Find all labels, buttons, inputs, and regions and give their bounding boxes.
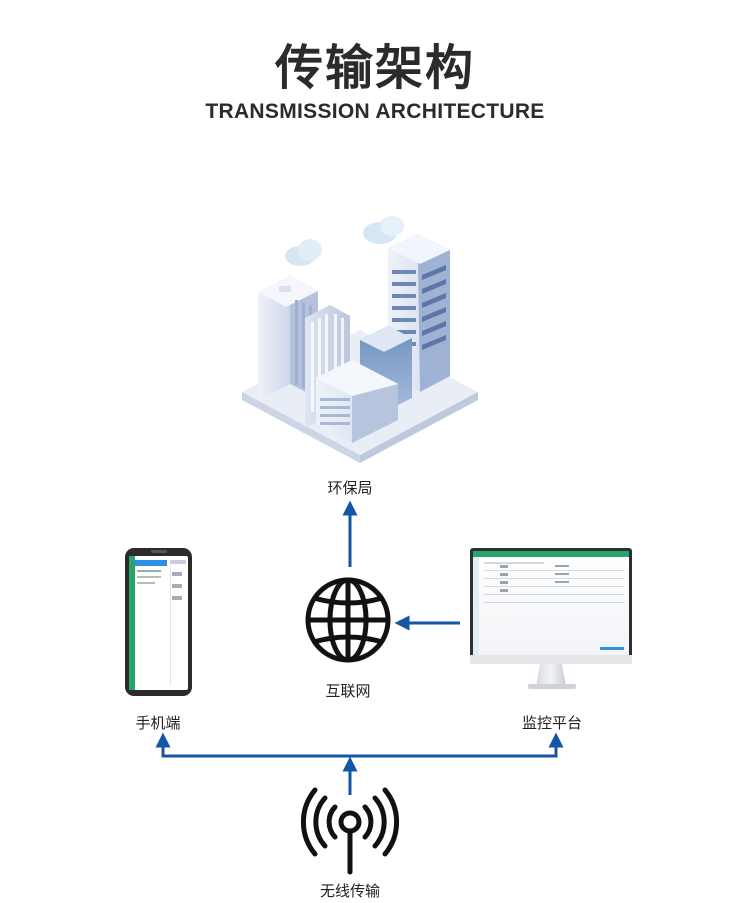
label-wireless: 无线传输 [319,882,380,900]
arrow-bus-line [161,742,558,758]
page-title: 传输架构 [274,40,475,96]
monitor-icon [470,548,632,689]
connection-arrows [155,500,564,795]
label-epb: 环保局 [327,479,373,497]
globe-icon [305,577,391,663]
city-buildings-icon [242,216,478,463]
page-subtitle: TRANSMISSION ARCHITECTURE [205,100,545,123]
label-platform: 监控平台 [521,714,582,732]
label-internet: 互联网 [325,682,371,700]
smartphone-icon [125,548,192,696]
label-mobile: 手机端 [135,714,181,732]
wireless-antenna-icon [300,787,400,875]
